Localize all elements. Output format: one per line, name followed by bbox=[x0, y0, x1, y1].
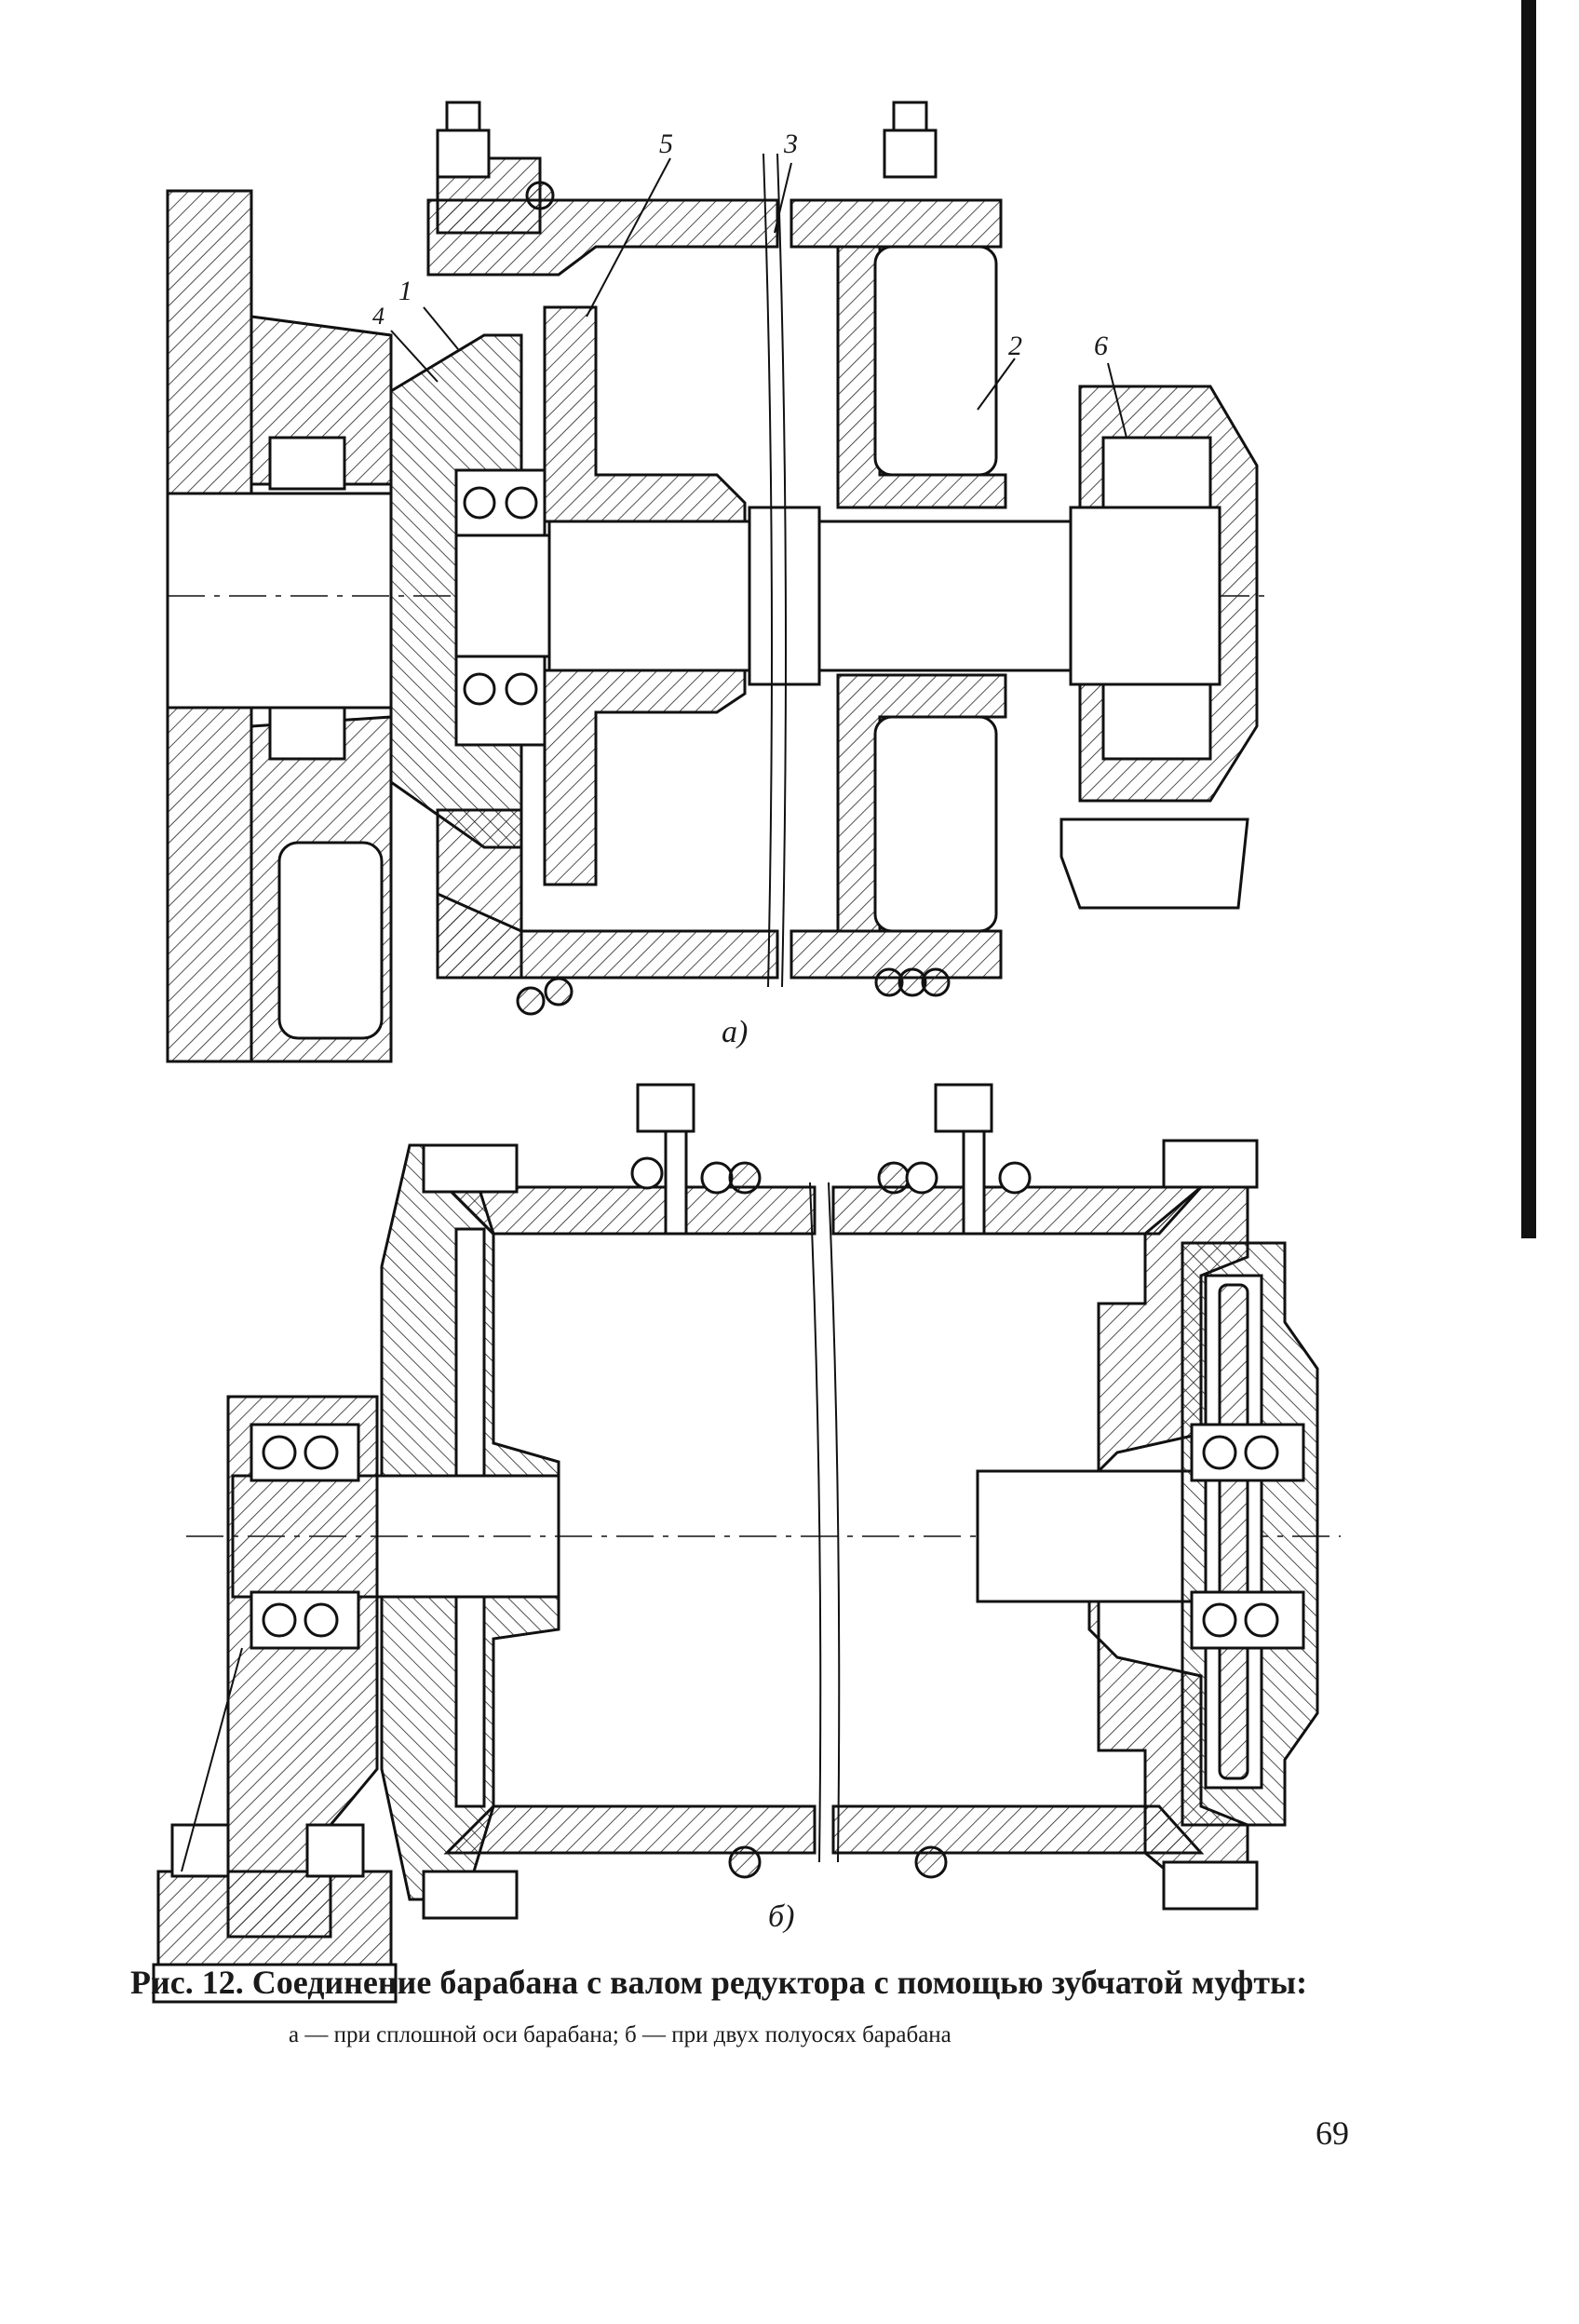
callout-4: 4 bbox=[372, 303, 385, 330]
page-number: 69 bbox=[1316, 2115, 1349, 2152]
callout-6: 6 bbox=[1094, 331, 1108, 361]
figure-a-label: a) bbox=[722, 1015, 749, 1049]
callout-3: 3 bbox=[784, 128, 798, 159]
figure-b-label: б) bbox=[768, 1899, 795, 1934]
callout-2: 2 bbox=[1008, 331, 1022, 361]
callout-1: 1 bbox=[398, 276, 412, 306]
figure-caption-subtitle: а — при сплошной оси барабана; б — при д… bbox=[289, 2022, 951, 2047]
figure-caption-title: Рис. 12. Соединение барабана с валом ред… bbox=[130, 1964, 1308, 2001]
page-edge-shadow bbox=[1521, 0, 1536, 1238]
figure-b-drawing bbox=[152, 1083, 1341, 2004]
figure-a-drawing bbox=[166, 101, 1266, 1063]
callout-5: 5 bbox=[659, 128, 673, 159]
